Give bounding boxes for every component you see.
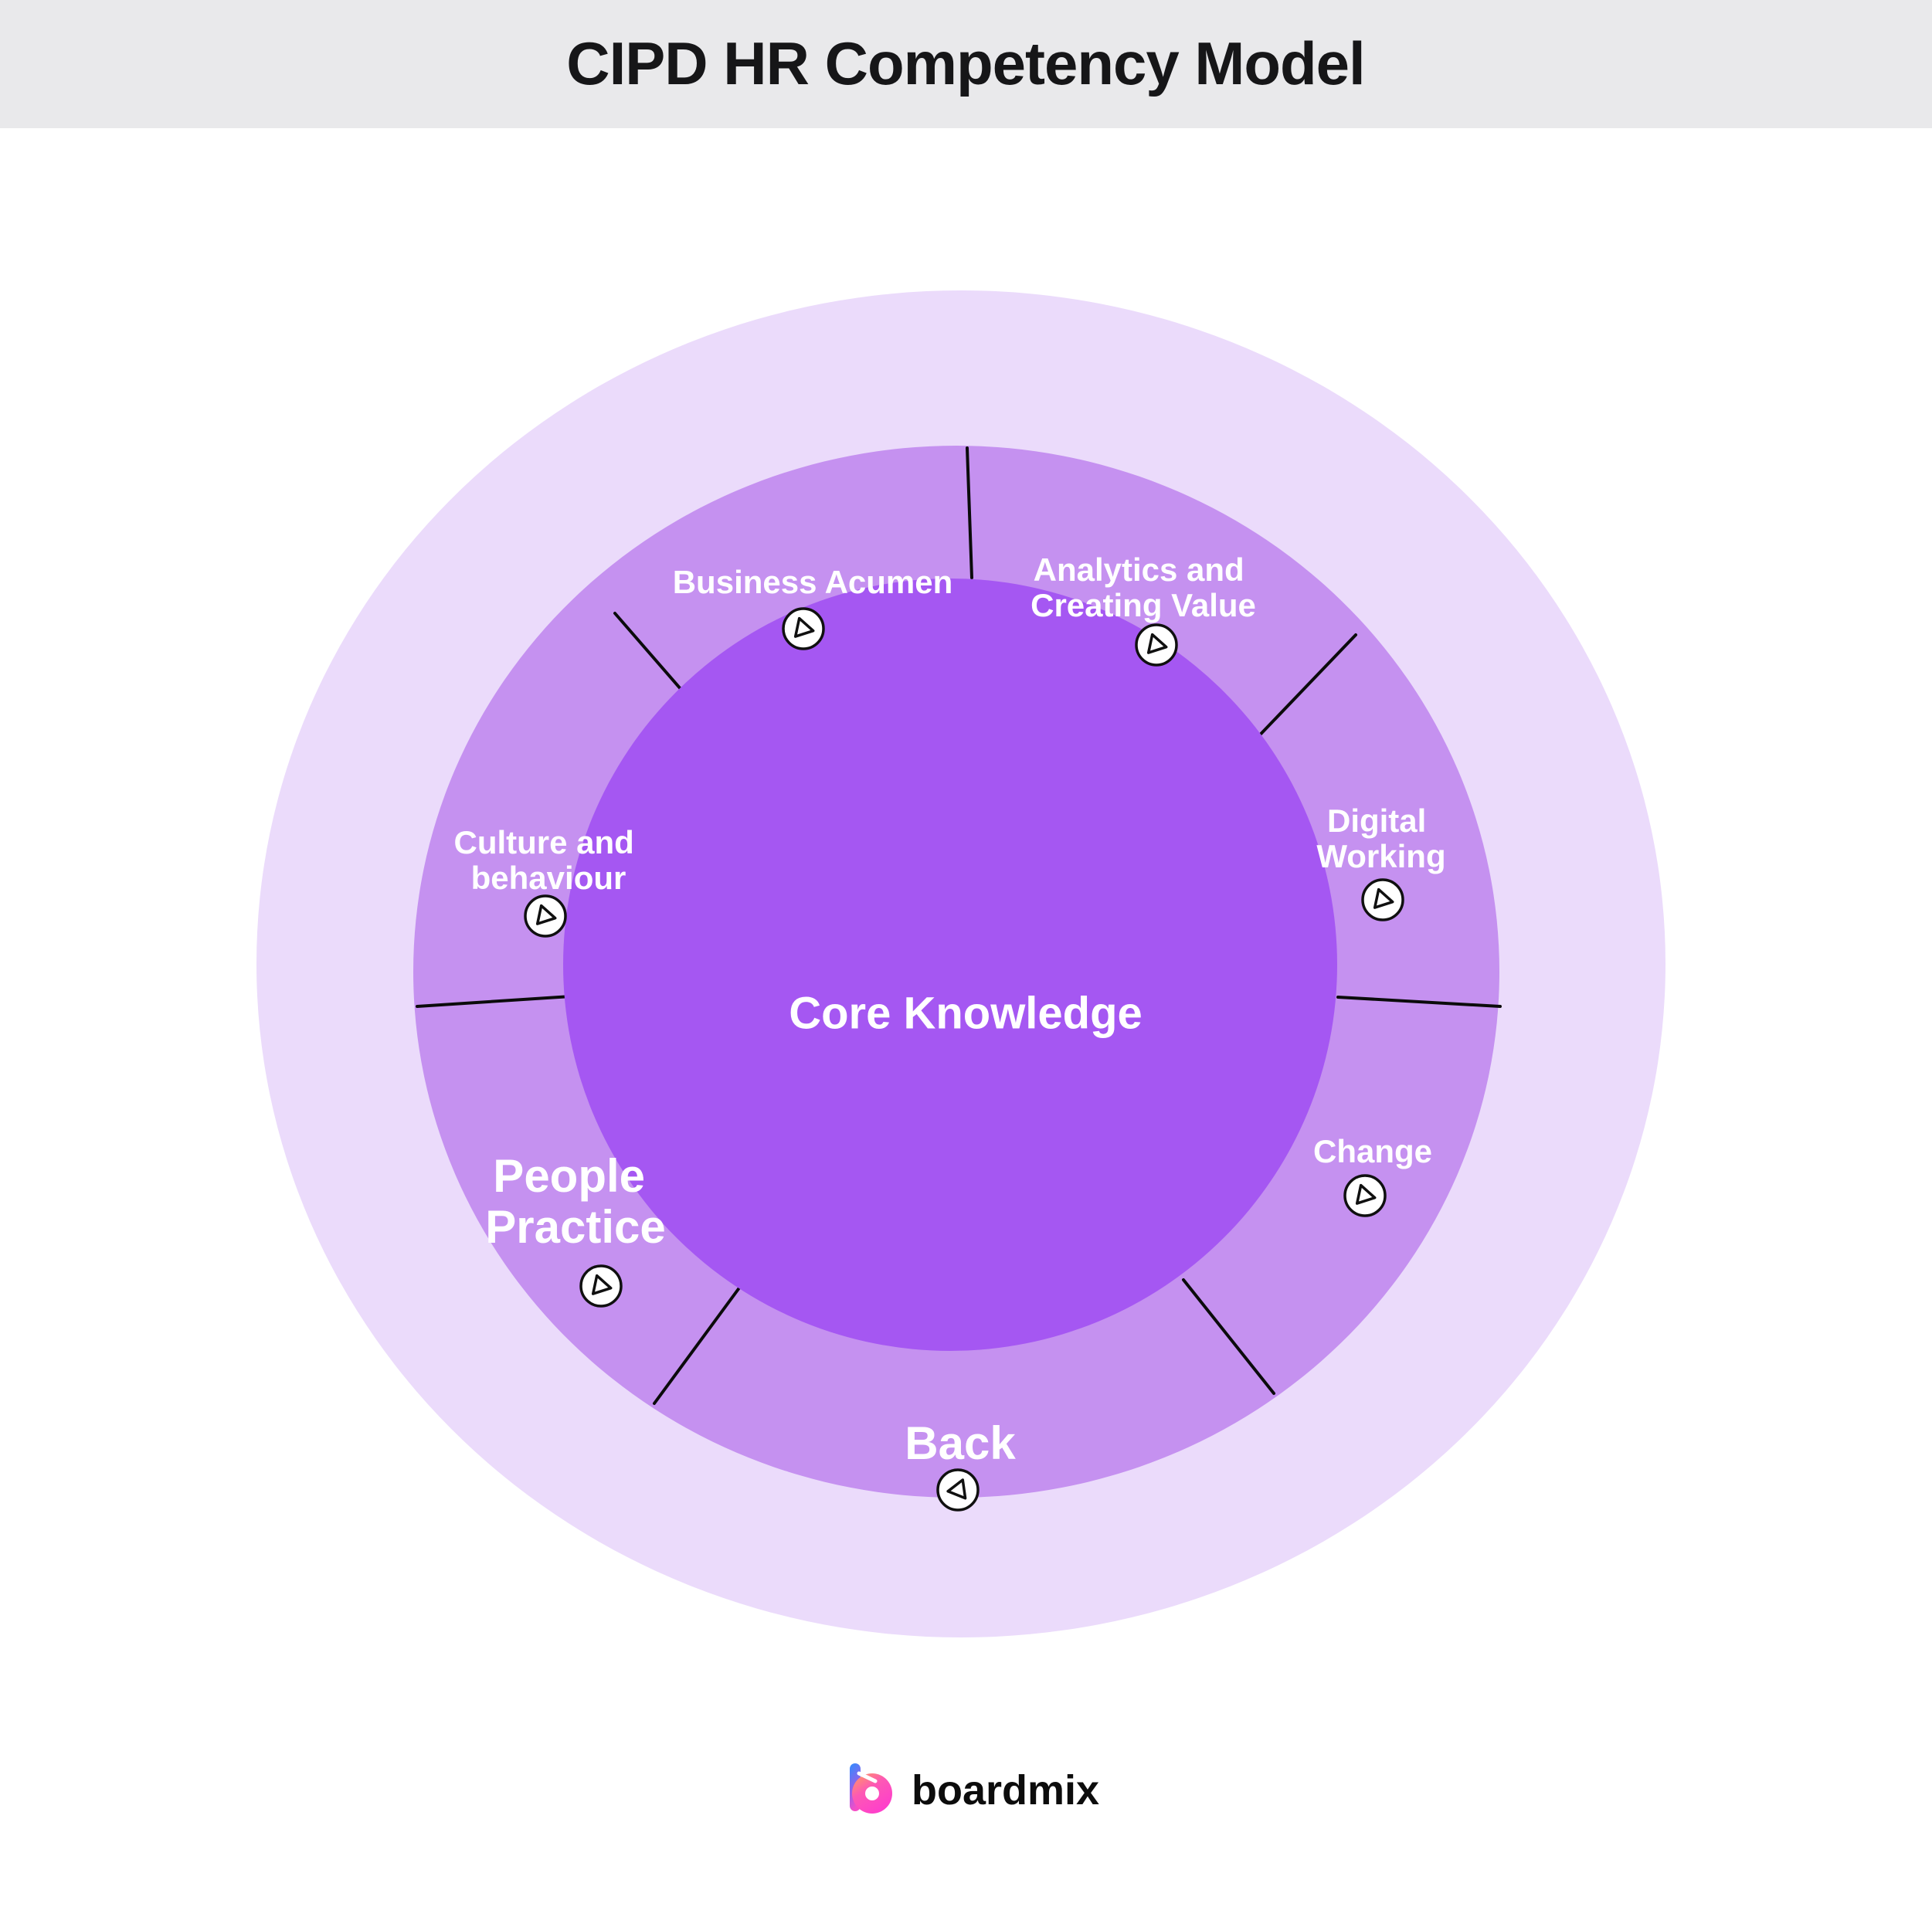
- back-triangle: [946, 1478, 967, 1500]
- segment-label-change[interactable]: Change: [1313, 1133, 1432, 1169]
- play-icon-culture-behaviour[interactable]: [524, 894, 567, 938]
- play-icon-digital-working[interactable]: [1361, 878, 1404, 921]
- segment-label-people-practice[interactable]: People Practice: [485, 1150, 666, 1253]
- page-title: CIPD HR Competency Model: [566, 29, 1364, 97]
- segment-label-culture-behaviour[interactable]: Culture and behaviour: [453, 824, 643, 896]
- segment-label-business-acumen[interactable]: Business Acumen: [673, 564, 953, 600]
- center-label: Core Knowledge: [789, 989, 1143, 1039]
- divider-left: [416, 995, 572, 1008]
- play-triangle: [535, 904, 557, 925]
- divider-right: [1336, 996, 1502, 1008]
- divider-top: [966, 446, 973, 579]
- play-icon-people-practice[interactable]: [579, 1264, 623, 1308]
- play-triangle: [591, 1274, 613, 1295]
- divider-upper-right: [1248, 633, 1357, 747]
- segment-label-analytics-creating-value[interactable]: Analytics and Creating Value: [1031, 551, 1256, 623]
- brand-logo: [850, 1763, 892, 1814]
- play-icon-analytics-creating-value[interactable]: [1135, 623, 1178, 667]
- brand-name: boardmix: [912, 1767, 1099, 1814]
- play-triangle: [1373, 887, 1394, 909]
- back-icon[interactable]: [936, 1468, 980, 1512]
- segment-label-digital-working[interactable]: Digital Working: [1316, 803, 1445, 874]
- play-triangle: [793, 616, 815, 638]
- play-triangle: [1355, 1183, 1377, 1205]
- play-triangle: [1146, 633, 1168, 654]
- brand-logo-notch: [857, 1771, 878, 1783]
- segment-label-back[interactable]: Back: [905, 1417, 1016, 1469]
- play-icon-business-acumen[interactable]: [782, 607, 825, 650]
- divider-lower-left: [653, 1285, 742, 1405]
- brand-logo-hole: [865, 1787, 879, 1800]
- play-icon-change[interactable]: [1343, 1174, 1387, 1217]
- divider-lower-right: [1182, 1278, 1275, 1395]
- header-band: [0, 0, 1932, 128]
- inner-circle: [563, 579, 1337, 1351]
